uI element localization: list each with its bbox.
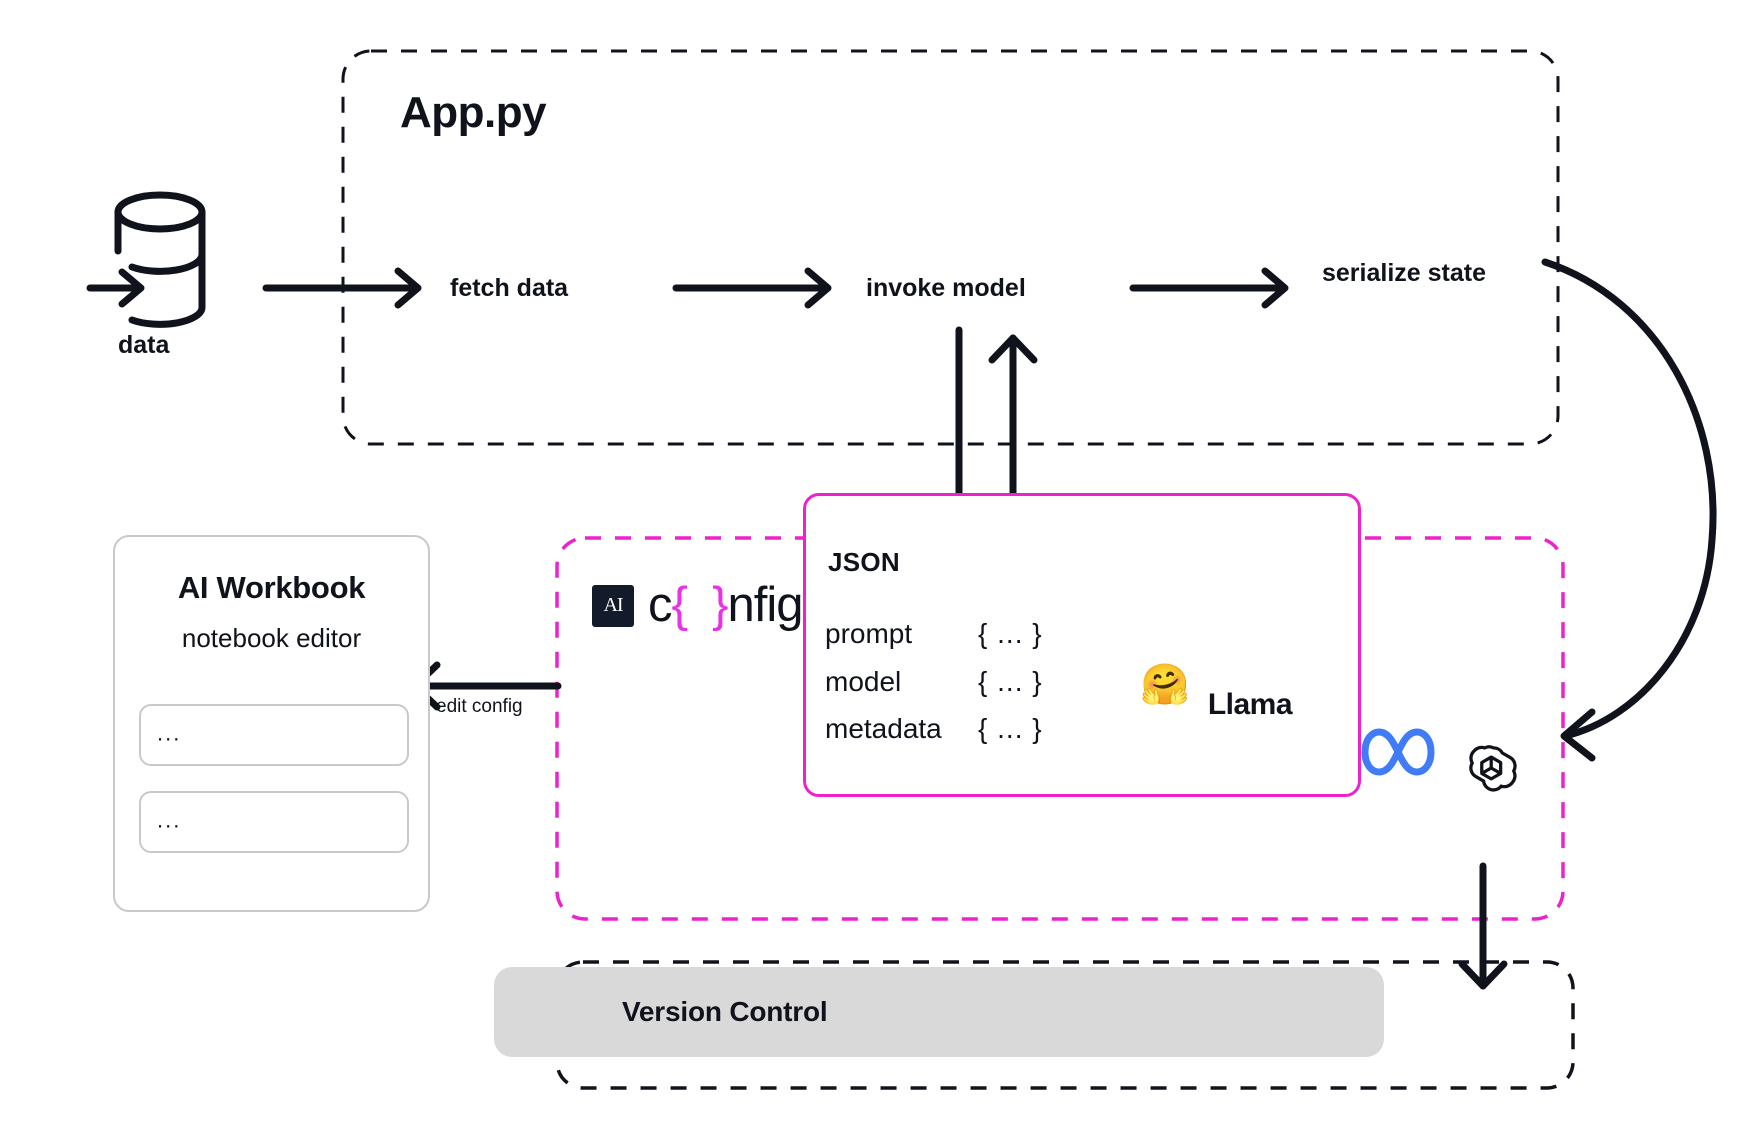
notebook-cell-placeholder: ... [157, 807, 182, 833]
pipeline-step-serialize-state: serialize state [1322, 259, 1486, 287]
arrow-serialize-to-json-curve [1541, 258, 1717, 762]
pipeline-step-invoke-model: invoke model [866, 274, 1026, 302]
version-control-bar: Version Control [494, 967, 1384, 1057]
arrow-data-to-fetch [262, 267, 422, 309]
json-panel-title: JSON [828, 547, 901, 577]
database-icon [114, 191, 206, 328]
json-field-value: { ... } [978, 713, 1043, 744]
notebook-cell[interactable]: ... [139, 791, 409, 853]
git-icon-slot [534, 977, 604, 1047]
meta-infinity-icon [1361, 728, 1435, 776]
json-field-key: metadata [825, 713, 942, 744]
json-field-key: model [825, 666, 902, 697]
arrow-json-to-version-control [1458, 862, 1508, 990]
arrow-invoke-to-serialize [1129, 267, 1289, 309]
version-control-label: Version Control [622, 996, 828, 1027]
ai-workbook-subtitle: notebook editor [181, 623, 362, 653]
config-open-brace: { [671, 578, 688, 632]
json-field-row: prompt { ... } [825, 618, 1043, 650]
config-suffix: nfig [727, 578, 803, 632]
json-field-row: model { ... } [825, 666, 1043, 698]
ai-badge-label: AI [603, 594, 623, 616]
meta-llama-label: Llama [1207, 688, 1293, 721]
pipeline-step-fetch-data: fetch data [450, 274, 569, 302]
config-close-brace: } [712, 578, 728, 632]
database-inflow-arrow [86, 268, 145, 308]
huggingface-icon: 🤗 [1140, 663, 1190, 707]
data-source-label: data [118, 331, 170, 359]
app-py-title: App.py [400, 88, 547, 137]
notebook-cell-placeholder: ... [157, 720, 182, 746]
arrow-fetch-to-invoke [672, 267, 832, 309]
openai-logo-slot [1310, 657, 1384, 713]
model-provider-logos: 🤗 Llama [1140, 650, 1384, 720]
json-field-row: metadata { ... } [825, 713, 1043, 745]
openai-icon [1469, 745, 1517, 792]
json-field-key: prompt [825, 618, 913, 649]
ai-badge-icon: AI [592, 584, 634, 627]
ai-workbook-card[interactable]: AI Workbook notebook editor ... ... [113, 535, 430, 912]
notebook-cell[interactable]: ... [139, 704, 409, 766]
json-field-value: { ... } [978, 666, 1043, 697]
config-prefix: c [648, 578, 672, 632]
meta-llama-lockup: Llama [1207, 650, 1293, 721]
json-panel [803, 493, 1361, 797]
edit-config-arrow-label: edit config [436, 696, 523, 717]
json-field-value: { ... } [978, 618, 1043, 649]
ai-workbook-title: AI Workbook [177, 570, 366, 605]
config-wordmark-text: c{ }nfig [648, 578, 804, 632]
config-wordmark: AI c{ }nfig [592, 578, 804, 632]
